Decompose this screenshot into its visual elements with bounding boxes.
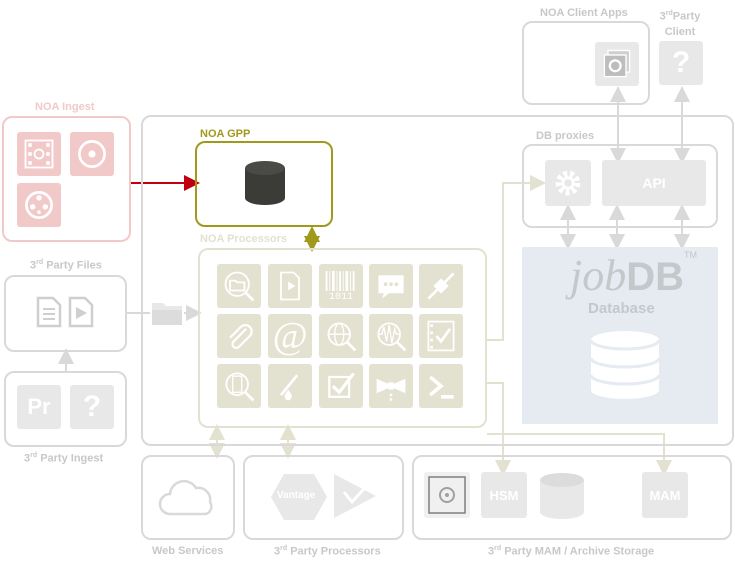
premiere-icon: Pr xyxy=(17,385,61,429)
dropper-icon xyxy=(268,364,312,408)
web-services-label: Web Services xyxy=(152,545,224,557)
chat-icon xyxy=(369,264,413,308)
third-party-files-label: 3rd Party Files xyxy=(30,259,102,272)
film-icon xyxy=(17,132,61,176)
noa-ingest-label: NOA Ingest xyxy=(35,101,95,113)
hsm-box: HSM xyxy=(481,472,527,518)
noa-ingest-box xyxy=(2,116,131,242)
audio-wave-icon xyxy=(369,314,413,358)
checkbox-icon xyxy=(319,364,363,408)
db-text: DB xyxy=(626,255,685,299)
at-icon: @ xyxy=(268,314,312,358)
mam-box: MAM xyxy=(642,472,688,518)
third-party-mam-label: 3rd Party MAM / Archive Storage xyxy=(488,545,655,558)
bowtie-icon xyxy=(369,364,413,408)
noa-gpp-label: NOA GPP xyxy=(200,128,251,140)
storage-database-icon xyxy=(540,473,584,519)
reel-icon xyxy=(17,183,61,227)
film-check-icon xyxy=(419,314,463,358)
third-party-files-box xyxy=(4,275,127,352)
noa-processors-label: NOA Processors xyxy=(200,233,288,245)
noa-processors-box xyxy=(198,248,487,428)
jobdb-database-icon xyxy=(589,331,661,399)
api-box: API xyxy=(602,160,706,206)
third-party-ingest-label: 3rd Party Ingest xyxy=(24,452,104,465)
film-search-icon xyxy=(217,364,261,408)
vantage-label: Vantage xyxy=(277,490,316,501)
disc-icon xyxy=(70,132,114,176)
document-icon xyxy=(36,296,62,328)
folder-search-icon xyxy=(217,264,261,308)
db-proxies-box xyxy=(522,144,718,228)
plug-icon xyxy=(419,264,463,308)
document-arrow-icon xyxy=(268,264,312,308)
globe-search-icon xyxy=(319,314,363,358)
folder-icon xyxy=(152,303,182,325)
third-party-processors-box xyxy=(243,455,404,540)
terminal-icon xyxy=(419,364,463,408)
third-party-client-icon: ? xyxy=(659,41,703,85)
drive-icon xyxy=(424,472,470,518)
third-party-processors-label: 3rd Party Processors xyxy=(274,545,381,558)
database-label: Database xyxy=(588,300,655,317)
web-services-box xyxy=(141,455,235,540)
processor-play-icon xyxy=(334,474,376,518)
job-text: job xyxy=(570,251,627,300)
third-party-ingest-box xyxy=(4,371,127,447)
barcode-icon: 1011 xyxy=(319,264,363,308)
db-proxies-label: DB proxies xyxy=(536,130,595,142)
jobdb-logo: jobDBTM xyxy=(570,250,698,300)
vantage-icon xyxy=(271,474,327,520)
client-apps-icon xyxy=(595,42,639,86)
video-file-icon xyxy=(68,296,94,328)
main-system-box xyxy=(141,115,734,446)
database-icon xyxy=(245,161,285,205)
cloud-icon xyxy=(158,479,213,516)
noa-gpp-box[interactable] xyxy=(195,141,333,227)
unknown-app-icon: ? xyxy=(70,385,114,429)
noa-client-apps-box xyxy=(522,21,650,105)
noa-client-apps-label: NOA Client Apps xyxy=(540,7,628,19)
third-party-mam-box xyxy=(412,455,732,540)
barcode-number: 1011 xyxy=(328,292,353,303)
paperclip-icon xyxy=(217,314,261,358)
gear-icon xyxy=(545,160,591,206)
